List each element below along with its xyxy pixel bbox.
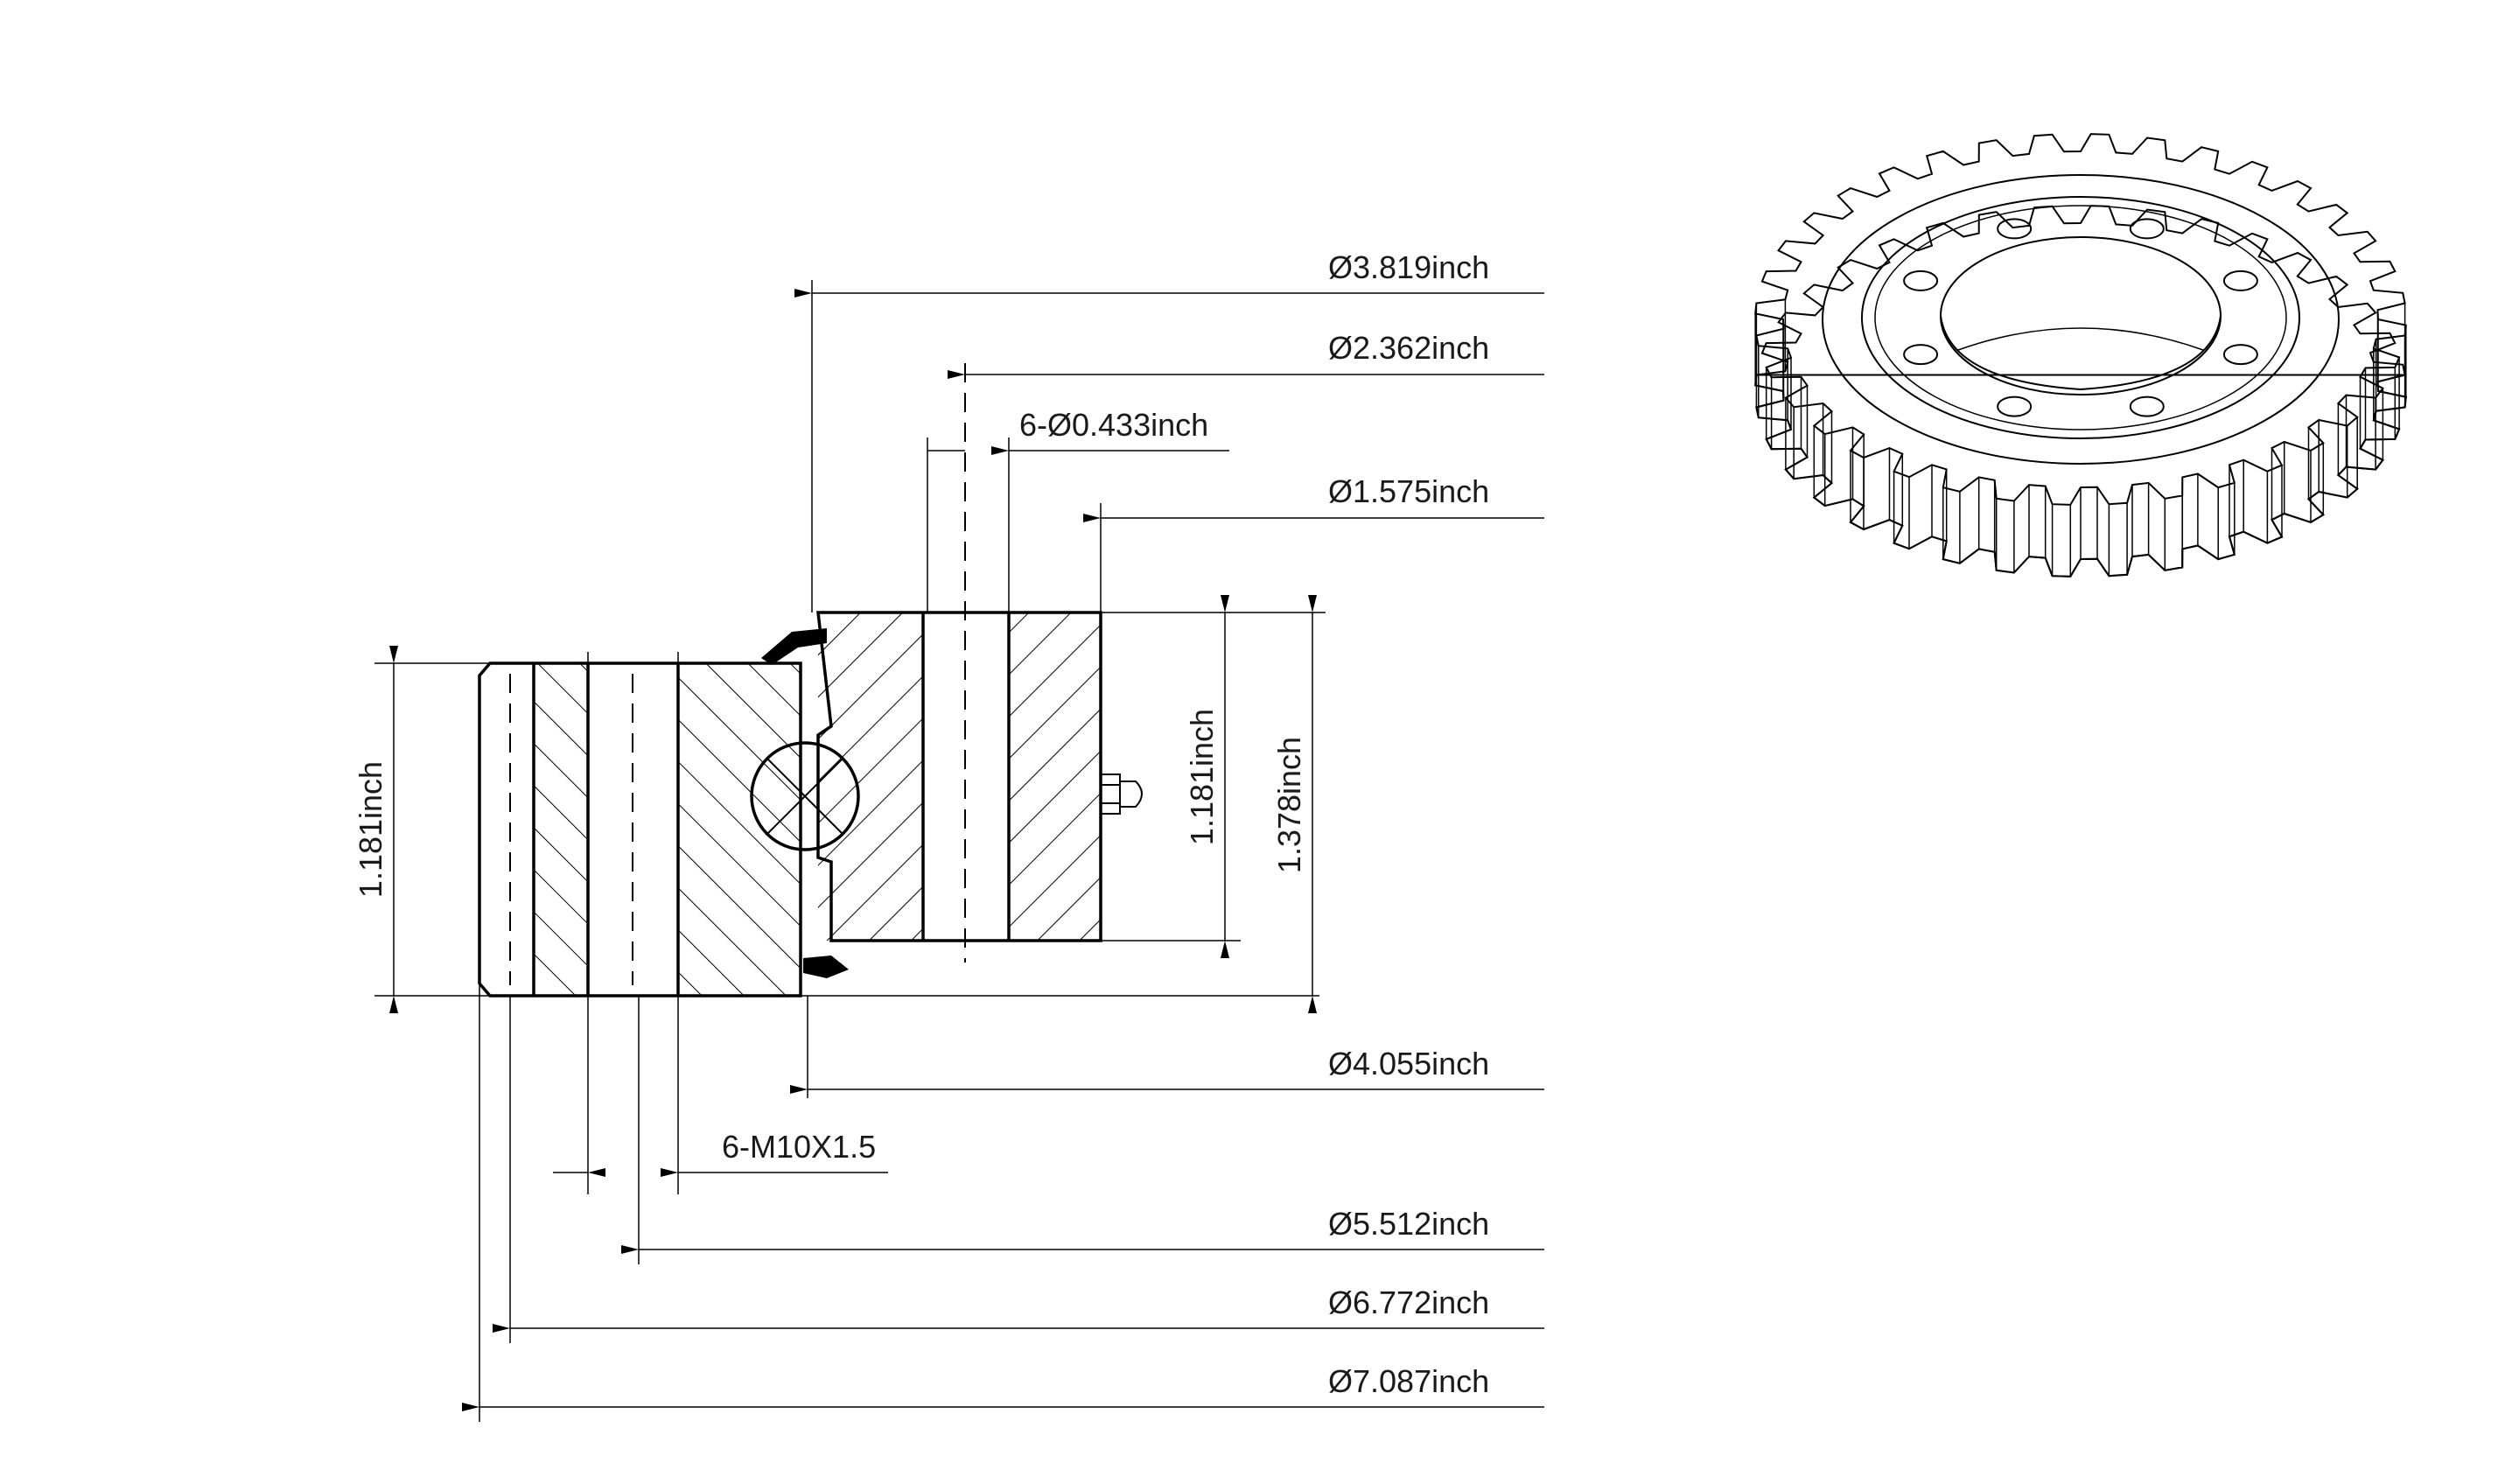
dim-d-3819: Ø3.819inch bbox=[1328, 249, 1489, 285]
bolt-hole bbox=[1997, 396, 2033, 417]
bore-shadow-line bbox=[1957, 327, 2204, 351]
bore-inner-wall bbox=[1940, 315, 2222, 391]
dim-d-4055: Ø4.055inch bbox=[1328, 1046, 1489, 1082]
section-view: Ø3.819inch Ø2.362inch 6-Ø0.433inch Ø1.57… bbox=[353, 249, 1544, 1422]
dim-d-7087: Ø7.087inch bbox=[1328, 1363, 1489, 1399]
dim-thread: 6-M10X1.5 bbox=[722, 1129, 876, 1165]
dim-d-6772: Ø6.772inch bbox=[1328, 1284, 1489, 1320]
dim-height-inner: 1.181inch bbox=[1184, 709, 1220, 845]
bolt-holes bbox=[1903, 218, 2258, 417]
dim-d-1575: Ø1.575inch bbox=[1328, 473, 1489, 509]
dimension-lines bbox=[389, 289, 1544, 1411]
bolt-hole bbox=[2222, 270, 2258, 291]
isometric-view bbox=[1754, 133, 2407, 578]
ball-element bbox=[750, 741, 860, 851]
dim-holes: 6-Ø0.433inch bbox=[1019, 407, 1208, 443]
bolt-hole bbox=[1903, 344, 1939, 366]
bore-top-edge bbox=[1940, 236, 2222, 396]
dim-d-2362: Ø2.362inch bbox=[1328, 330, 1489, 366]
bolt-hole bbox=[2222, 344, 2258, 366]
extension-lines bbox=[374, 280, 1326, 1422]
dim-height-total: 1.378inch bbox=[1271, 737, 1307, 873]
inner-ring-chamfer bbox=[1874, 205, 2287, 430]
inner-ring-section bbox=[816, 363, 1102, 962]
dim-d-5512: Ø5.512inch bbox=[1328, 1206, 1489, 1242]
gear-top-outline bbox=[1754, 133, 2407, 506]
seals bbox=[761, 628, 849, 978]
bolt-hole bbox=[1903, 270, 1939, 291]
outer-ring-section bbox=[478, 652, 802, 998]
inner-ring-top-outer-edge bbox=[1861, 196, 2300, 439]
bolt-hole bbox=[2129, 218, 2165, 240]
bolt-hole bbox=[1997, 218, 2033, 240]
grease-nipple bbox=[1100, 774, 1143, 815]
gear-face bbox=[1822, 174, 2340, 465]
dim-height-outer: 1.181inch bbox=[353, 761, 388, 898]
bolt-hole bbox=[2129, 396, 2165, 417]
